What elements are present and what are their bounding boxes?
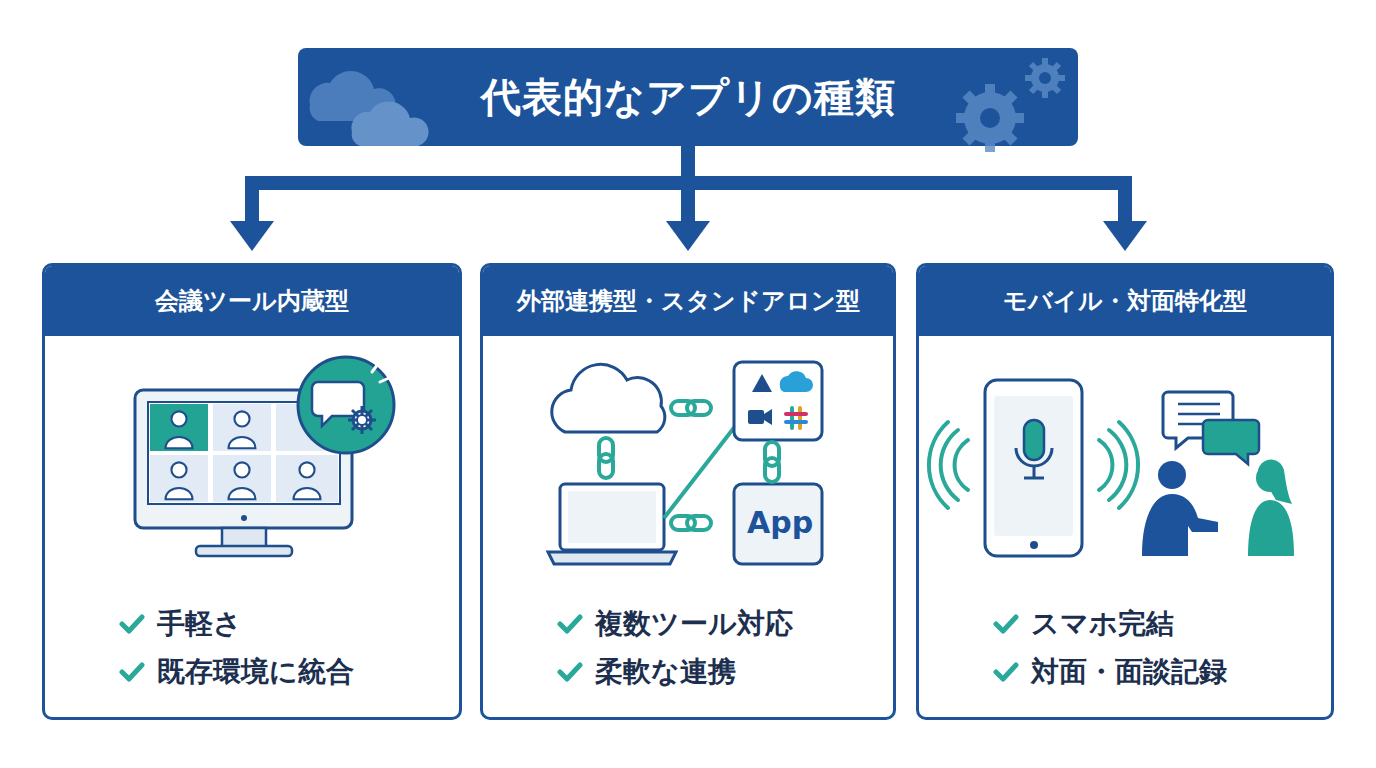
connector-line: [688, 146, 1125, 223]
check-mark: [993, 661, 1019, 683]
arrow-head: [1103, 221, 1147, 251]
item-text: 複数ツール対応: [595, 605, 793, 643]
title-box: 代表的なアプリの種類: [298, 48, 1078, 146]
branch-connector: [666, 146, 710, 251]
integration-illustration: [548, 362, 822, 564]
category-card: 会議ツール内蔵型手軽さ既存環境に統合: [42, 263, 462, 720]
check-mark: [993, 613, 1019, 635]
monitor-illustration: [135, 357, 394, 556]
check-item: 対面・面談記録: [993, 652, 1227, 692]
branch-connector: [688, 146, 1147, 251]
check-mark: [119, 613, 145, 635]
item-text: 手軽さ: [157, 605, 242, 643]
card-heading: 外部連携型・スタンドアロン型: [483, 266, 893, 336]
card-heading: 会議ツール内蔵型: [45, 266, 459, 336]
arrow-head: [230, 221, 274, 251]
check-stroke: [560, 665, 580, 679]
check-mark: [557, 661, 583, 683]
check-item: 手軽さ: [119, 604, 242, 644]
check-stroke: [122, 617, 142, 631]
check-stroke: [996, 617, 1016, 631]
check-item: スマホ完結: [993, 604, 1174, 644]
gear-decoration: [956, 58, 1065, 152]
category-card: 外部連携型・スタンドアロン型複数ツール対応柔軟な連携: [480, 263, 896, 720]
check-mark: [119, 661, 145, 683]
card-heading: モバイル・対面特化型: [919, 266, 1331, 336]
check-mark: [557, 613, 583, 635]
title-text: 代表的なアプリの種類: [481, 70, 896, 125]
item-text: 柔軟な連携: [595, 653, 736, 691]
mobile-illustration: [929, 380, 1294, 556]
branch-connector: [230, 146, 688, 251]
connector-line: [681, 146, 695, 223]
item-text: 対面・面談記録: [1031, 653, 1227, 691]
check-stroke: [560, 617, 580, 631]
cloud-decoration: [310, 71, 429, 146]
check-stroke: [122, 665, 142, 679]
arrow-head: [666, 221, 710, 251]
category-card: モバイル・対面特化型スマホ完結対面・面談記録: [916, 263, 1334, 720]
check-item: 既存環境に統合: [119, 652, 354, 692]
connector-line: [252, 146, 688, 223]
check-item: 複数ツール対応: [557, 604, 793, 644]
app-label: App: [747, 505, 813, 540]
item-text: 既存環境に統合: [157, 653, 354, 691]
check-stroke: [996, 665, 1016, 679]
item-text: スマホ完結: [1031, 605, 1174, 643]
check-item: 柔軟な連携: [557, 652, 736, 692]
